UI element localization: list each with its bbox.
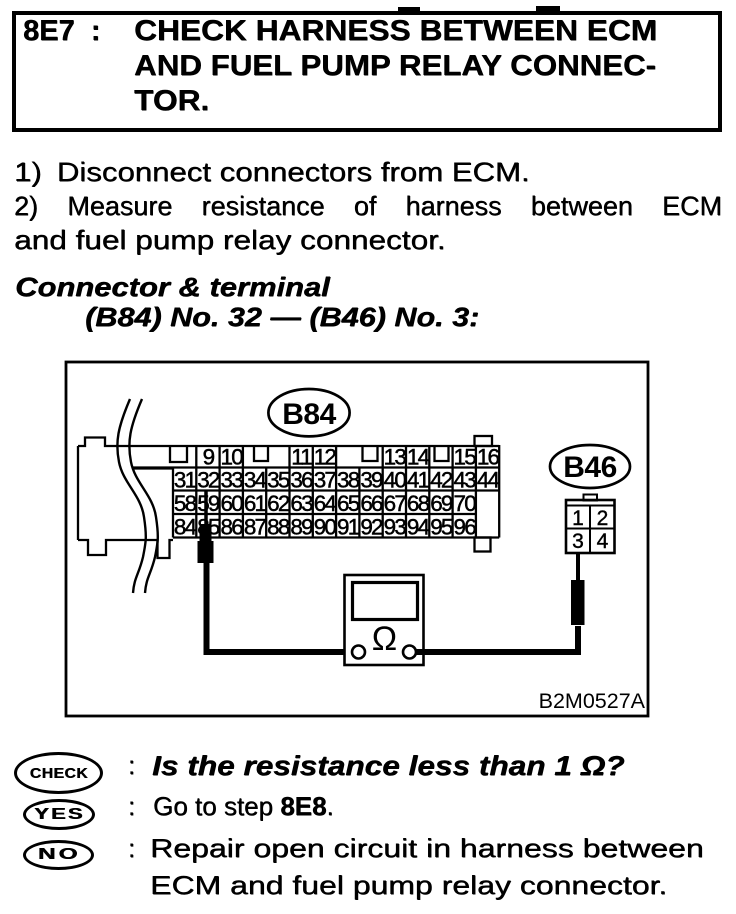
svg-text:65: 65 [337,491,360,516]
svg-text:B46: B46 [563,451,617,484]
svg-text:9: 9 [203,445,215,470]
svg-text:61: 61 [244,491,267,516]
svg-text:39: 39 [360,468,383,493]
svg-text:B2M0527A: B2M0527A [539,689,646,713]
svg-text:35: 35 [267,468,290,493]
svg-text:92: 92 [360,515,383,540]
svg-text:70: 70 [454,491,477,516]
svg-text:43: 43 [454,468,477,493]
svg-text:89: 89 [290,515,313,540]
svg-text:88: 88 [267,515,290,540]
svg-text:93: 93 [384,515,407,540]
svg-text:33: 33 [221,468,244,493]
svg-text:Ω: Ω [372,620,397,658]
svg-text:34: 34 [244,468,267,493]
svg-text:90: 90 [314,515,337,540]
svg-text:63: 63 [290,491,313,516]
svg-text:2: 2 [597,507,609,530]
svg-text:B84: B84 [282,398,336,431]
svg-text:91: 91 [337,515,360,540]
svg-text:69: 69 [430,491,453,516]
svg-text:15: 15 [454,445,477,470]
svg-text:84: 84 [174,515,197,540]
svg-text:11: 11 [291,445,312,470]
svg-text:62: 62 [267,491,290,516]
svg-text:16: 16 [477,445,500,470]
svg-text:38: 38 [337,468,360,493]
svg-text:32: 32 [197,468,220,493]
svg-text:86: 86 [221,515,244,540]
svg-text:96: 96 [454,515,477,540]
svg-text:44: 44 [477,468,500,493]
svg-text:10: 10 [221,445,244,470]
svg-text:41: 41 [407,468,430,493]
svg-text:14: 14 [407,445,430,470]
svg-text:42: 42 [430,468,453,493]
svg-text:66: 66 [360,491,383,516]
svg-text:37: 37 [314,468,337,493]
svg-text:64: 64 [314,491,337,516]
svg-text:31: 31 [174,468,197,493]
svg-text:95: 95 [430,515,453,540]
svg-text:59: 59 [197,491,220,516]
svg-text:87: 87 [244,515,267,540]
svg-text:13: 13 [384,445,407,470]
svg-text:36: 36 [290,468,313,493]
svg-text:68: 68 [407,491,430,516]
svg-text:3: 3 [572,530,584,553]
svg-text:60: 60 [221,491,244,516]
svg-text:4: 4 [597,530,609,553]
svg-text:94: 94 [407,515,430,540]
svg-text:67: 67 [384,491,407,516]
svg-text:12: 12 [314,445,337,470]
svg-text:58: 58 [174,491,197,516]
svg-text:40: 40 [384,468,407,493]
svg-text:1: 1 [572,507,584,530]
